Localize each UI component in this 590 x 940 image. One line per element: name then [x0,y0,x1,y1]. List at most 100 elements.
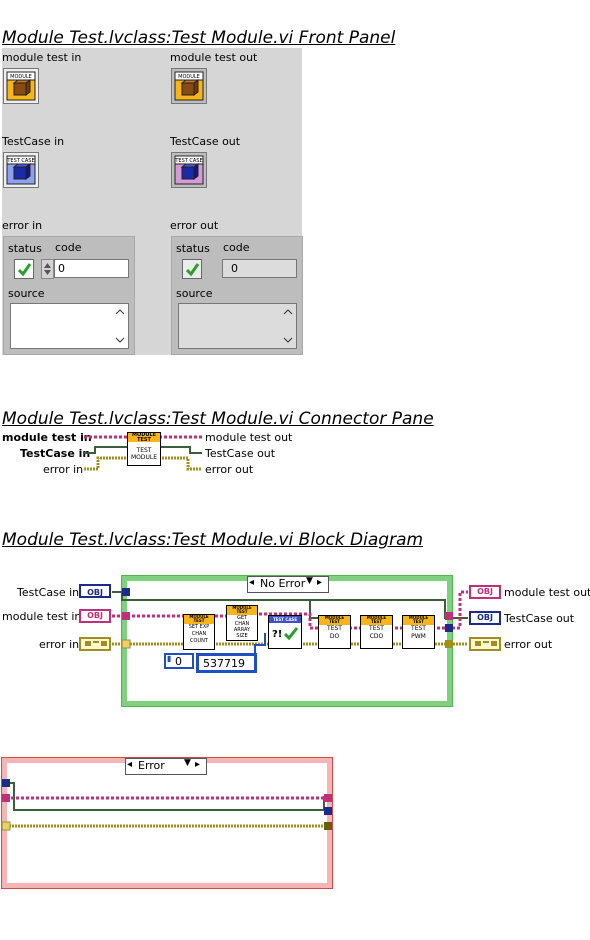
subvi-line: PWM [411,633,426,640]
testcase-in-control[interactable]: TEST CASE [3,152,39,188]
stepper-arrows-icon [44,263,51,275]
cp-testcase-in: TestCase in [20,447,91,460]
case-next-arrow-icon[interactable]: ▸ [195,759,201,770]
obj-text: OBJ [477,613,493,622]
error-in-code-stepper[interactable] [41,259,54,279]
subvi-line: CHAN [191,631,207,637]
error-out-code-label: code [223,241,250,254]
constant-number-value: 537719 [203,657,245,670]
error-in-cluster: status code 0 source [3,236,135,355]
bd-testcase-out-label: TestCase out [504,612,575,625]
numeric-constant-zero[interactable]: ▮ 0 [164,653,194,669]
subvi-line: TEST [411,625,426,632]
case-prev-arrow-icon[interactable]: ◂ [127,759,133,770]
error-in-source-label: source [8,287,45,300]
case-selector-no-error[interactable]: ◂ No Error ▼ ▸ [247,576,329,593]
obj-text: OBJ [477,587,493,596]
error-cluster-icon [475,641,497,646]
subvi-test-cdo[interactable]: MODULE TEST TEST CDO [360,615,393,649]
subvi-testcase-check[interactable]: TEST CASE ?! [268,615,302,649]
case-selector-value: Error [138,759,165,772]
bd-module-test-out-terminal[interactable]: OBJ [469,585,501,599]
connector-wires [84,435,202,471]
error-in-status-label: status [8,242,42,255]
testcase-out-indicator: TEST CASE [171,152,207,188]
subvi-line: ARRAY [233,627,251,633]
subvi-line: GET [236,615,248,621]
subvi-line: TEST [327,625,342,632]
error-out-status-label: status [176,242,210,255]
subvi-line: TEST [369,625,384,632]
bd-module-test-in-terminal[interactable]: OBJ [79,609,111,623]
radix-icon: ▮ [167,654,172,663]
error-in-status-checkbox[interactable] [14,259,34,279]
module-test-out-indicator: MODULE [171,68,207,104]
case-selector-value: No Error [260,577,306,590]
error-out-source-label: source [176,287,213,300]
obj-text: OBJ [87,588,103,597]
subvi-line: ?! [272,629,283,640]
bd-module-test-out-label: module test out [504,586,590,599]
case-selector-error[interactable]: ◂ Error ▼ ▸ [125,758,207,775]
case-next-arrow-icon[interactable]: ▸ [317,577,323,588]
error-in-code-value: 0 [58,262,65,275]
subvi-banner: MODULE TEST [361,616,392,625]
error-case-wires [1,779,332,831]
error-in-code-label: code [55,241,82,254]
cp-testcase-out: TestCase out [205,447,276,460]
subvi-line: CDO [369,633,384,640]
bd-error-in-label: error in [39,638,80,651]
subvi-banner: MODULE TEST [227,606,257,615]
svg-text:MODULE: MODULE [10,74,32,80]
scrollbar-icon[interactable] [11,304,128,348]
error-out-cluster: status code 0 source [171,236,303,355]
block-diagram-heading: Module Test.lvclass:Test Module.vi Block… [2,530,424,550]
subvi-get-chan-array-size[interactable]: MODULE TEST GET CHAN ARRAY SIZE [226,605,258,641]
cp-icon-banner: MODULE TEST [128,433,160,443]
bd-error-out-terminal[interactable] [469,637,501,651]
module-test-in-label: module test in [2,51,82,64]
module-test-class-icon: MODULE [174,71,204,101]
case-dropdown-icon[interactable]: ▼ [306,576,313,586]
subvi-banner: TEST CASE [269,616,301,623]
error-in-source-field[interactable] [10,303,129,349]
bd-testcase-in-terminal[interactable]: OBJ [79,584,111,598]
cp-module-test-in: module test in [2,431,92,444]
svg-text:TEST CASE: TEST CASE [6,158,34,164]
error-cluster-icon [85,641,107,646]
error-in-label: error in [2,219,43,232]
bd-module-test-in-label: module test in [2,610,82,623]
testcase-class-icon: TEST CASE [174,155,204,185]
subvi-set-exp-chan-count[interactable]: MODULE TEST SET EXP CHAN COUNT [183,614,215,650]
svg-text:TEST CASE: TEST CASE [174,158,202,164]
case-prev-arrow-icon[interactable]: ◂ [249,577,255,588]
module-test-class-icon: MODULE [6,71,36,101]
subvi-test-pwm[interactable]: MODULE TEST TEST PWM [402,615,435,649]
connector-pane-heading: Module Test.lvclass:Test Module.vi Conne… [2,409,434,429]
subvi-test-do[interactable]: MODULE TEST TEST DO [318,615,351,649]
bd-testcase-out-terminal[interactable]: OBJ [469,611,501,625]
module-test-in-control[interactable]: MODULE [3,68,39,104]
subvi-line: SET EXP [188,624,210,630]
subvi-line: CHAN [234,621,250,627]
testcase-class-icon: TEST CASE [6,155,36,185]
case-dropdown-icon[interactable]: ▼ [184,758,191,768]
subvi-line: SIZE [236,633,248,639]
checkmark-icon [283,627,299,641]
cp-error-out: error out [205,463,254,476]
bd-error-out-label: error out [504,638,553,651]
error-out-label: error out [170,219,219,232]
bd-error-in-terminal[interactable] [79,637,111,651]
error-out-code-field: 0 [222,259,297,278]
module-test-out-label: module test out [170,51,258,64]
testcase-in-label: TestCase in [2,135,65,148]
subvi-line: DO [329,633,340,640]
error-in-code-field[interactable]: 0 [54,259,129,278]
front-panel: module test in module test out MODULE MO… [2,48,303,355]
scrollbar-icon[interactable] [179,304,296,348]
checkmark-icon [17,263,32,277]
subvi-banner: MODULE TEST [403,616,434,625]
numeric-constant-537719[interactable]: 537719 [196,653,257,673]
bd-testcase-in-label: TestCase in [17,586,80,599]
connector-pane-icon: MODULE TEST TEST MODULE [127,432,161,466]
